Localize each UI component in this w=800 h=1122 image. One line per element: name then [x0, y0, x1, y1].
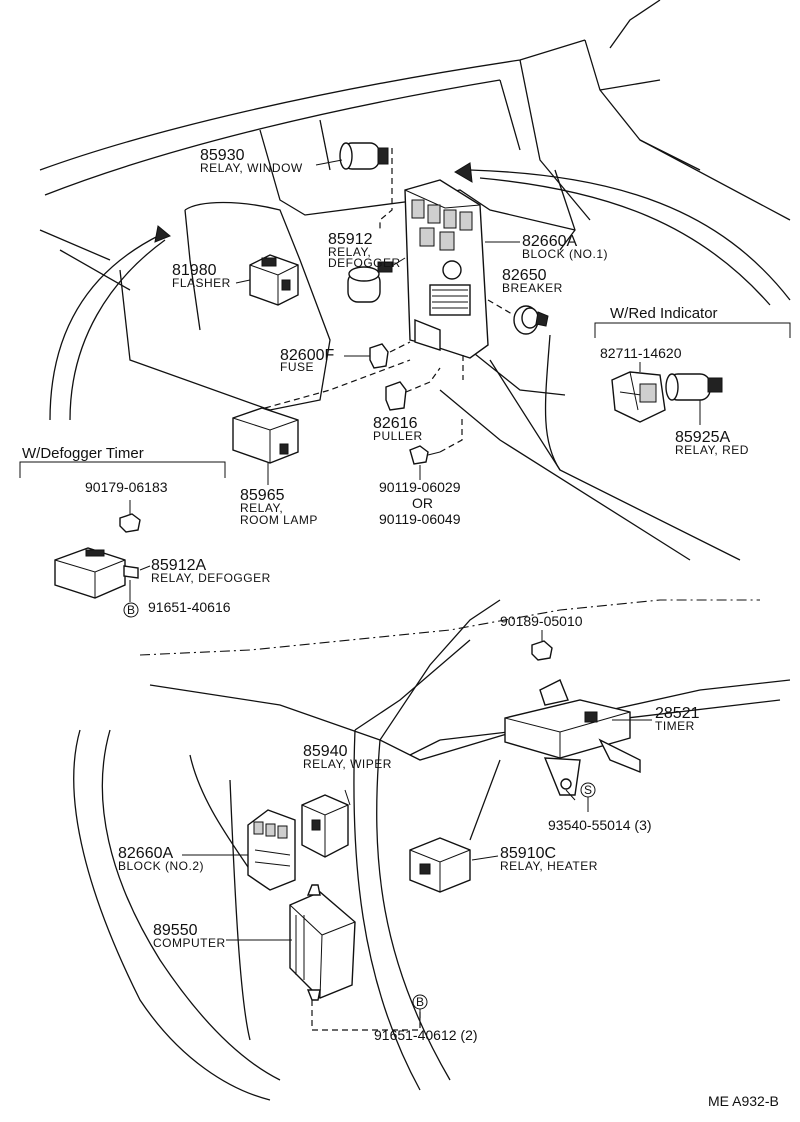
part-number-2: 90119-06049 — [379, 511, 461, 527]
part-number: 85910C — [500, 845, 556, 862]
label-93540: S 93540-55014 (3) — [548, 782, 652, 833]
nut-90189-part — [531, 630, 553, 661]
part-number: 91651-40612 (2) — [374, 1027, 478, 1043]
part-number: 85925A — [675, 429, 730, 446]
timer-part — [504, 679, 641, 796]
part-name: PULLER — [373, 429, 423, 443]
junction-block-no2-part — [247, 809, 296, 891]
nut-90179-part — [119, 500, 141, 533]
part-number-1: 90119-06029 — [379, 479, 461, 495]
part-number: 82660A — [118, 845, 173, 862]
defogger-timer-bracket — [19, 461, 226, 478]
label-82650: 82650 BREAKER — [502, 267, 563, 295]
part-name-line2: ROOM LAMP — [240, 513, 318, 527]
label-82600F: 82600F FUSE — [280, 347, 370, 374]
part-number: 82600F — [280, 347, 334, 364]
part-number: 85940 — [303, 743, 348, 760]
label-85912: 85912 RELAY, DEFOGGER — [328, 231, 401, 270]
label-85930: 85930 RELAY, WINDOW — [200, 147, 343, 175]
label-85925A: 85925A RELAY, RED — [675, 429, 749, 457]
label-90119: 90119-06029 OR 90119-06049 — [379, 465, 461, 527]
diagram-code: ME A932-B — [708, 1093, 779, 1109]
part-name: BLOCK (NO.1) — [522, 247, 608, 261]
part-name: RELAY, WIPER — [303, 757, 392, 771]
marker-b: B — [416, 995, 425, 1009]
part-number: 82650 — [502, 267, 547, 284]
part-name: TIMER — [655, 719, 695, 733]
relay-red-part — [611, 362, 723, 425]
label-85910C: 85910C RELAY, HEATER — [471, 845, 598, 873]
label-90179: 90179-06183 — [85, 479, 168, 495]
part-number: 85912A — [151, 557, 206, 574]
part-number: 82660A — [522, 233, 577, 250]
part-name-line2: DEFOGGER — [328, 256, 401, 270]
part-name: BREAKER — [502, 281, 563, 295]
flasher-part — [249, 254, 299, 306]
group-header-defogger-timer: W/Defogger Timer — [22, 445, 144, 462]
part-number: 85965 — [240, 487, 285, 504]
or-text: OR — [412, 495, 433, 511]
part-name: RELAY, DEFOGGER — [151, 571, 271, 585]
relay-window-part — [339, 142, 393, 232]
relay-room-lamp-part — [232, 359, 411, 464]
red-indicator-bracket — [594, 322, 791, 338]
label-28521: 28521 TIMER — [612, 705, 700, 733]
part-name: RELAY, HEATER — [500, 859, 598, 873]
direction-arrows — [49, 162, 791, 421]
label-85912A: 85912A RELAY, DEFOGGER — [139, 557, 271, 585]
screw-93540-leader — [565, 789, 576, 801]
part-number: 89550 — [153, 922, 198, 939]
label-82660A-no2: 82660A BLOCK (NO.2) — [118, 845, 248, 873]
part-number: 28521 — [655, 705, 700, 722]
part-number: 85930 — [200, 147, 245, 164]
part-name: BLOCK (NO.2) — [118, 859, 204, 873]
label-91651-40612: B 91651-40612 (2) — [374, 994, 478, 1043]
part-number: 82616 — [373, 415, 418, 432]
part-name: FLASHER — [172, 276, 231, 290]
relay-heater-part — [409, 837, 471, 893]
computer-part — [289, 884, 421, 1031]
marker-s: S — [584, 783, 593, 797]
marker-b: B — [127, 603, 136, 617]
label-90189: 90189-05010 — [500, 613, 583, 629]
relay-defogger-part — [347, 257, 406, 303]
part-number: 81980 — [172, 262, 217, 279]
part-name: FUSE — [280, 360, 314, 374]
breaker-part — [487, 299, 549, 335]
part-name: COMPUTER — [153, 936, 226, 950]
part-number: 93540-55014 (3) — [548, 817, 652, 833]
part-number: 91651-40616 — [148, 599, 231, 615]
label-82660A-no1: 82660A BLOCK (NO.1) — [485, 233, 608, 261]
puller-part — [385, 367, 441, 411]
part-name-line1: RELAY, — [240, 501, 283, 515]
relay-defogger-timer-part — [54, 547, 139, 602]
part-number: 85912 — [328, 231, 373, 248]
bolt-90119-part — [409, 415, 463, 465]
label-82711: 82711-14620 — [600, 345, 682, 361]
label-91651-40616: B 91651-40616 — [123, 599, 231, 618]
part-name: RELAY, WINDOW — [200, 161, 303, 175]
part-name-line1: RELAY, — [328, 245, 371, 259]
part-name: RELAY, RED — [675, 443, 749, 457]
label-89550: 89550 COMPUTER — [153, 922, 292, 950]
relay-wiper-part — [301, 789, 351, 858]
label-85965: 85965 RELAY, ROOM LAMP — [240, 462, 318, 527]
group-header-red-indicator: W/Red Indicator — [610, 305, 718, 322]
label-85940: 85940 RELAY, WIPER — [303, 743, 392, 771]
fuse-part — [369, 341, 411, 369]
label-81980: 81980 FLASHER — [172, 262, 251, 290]
junction-block-no1-part — [404, 179, 489, 380]
label-82616: 82616 PULLER — [373, 415, 423, 443]
